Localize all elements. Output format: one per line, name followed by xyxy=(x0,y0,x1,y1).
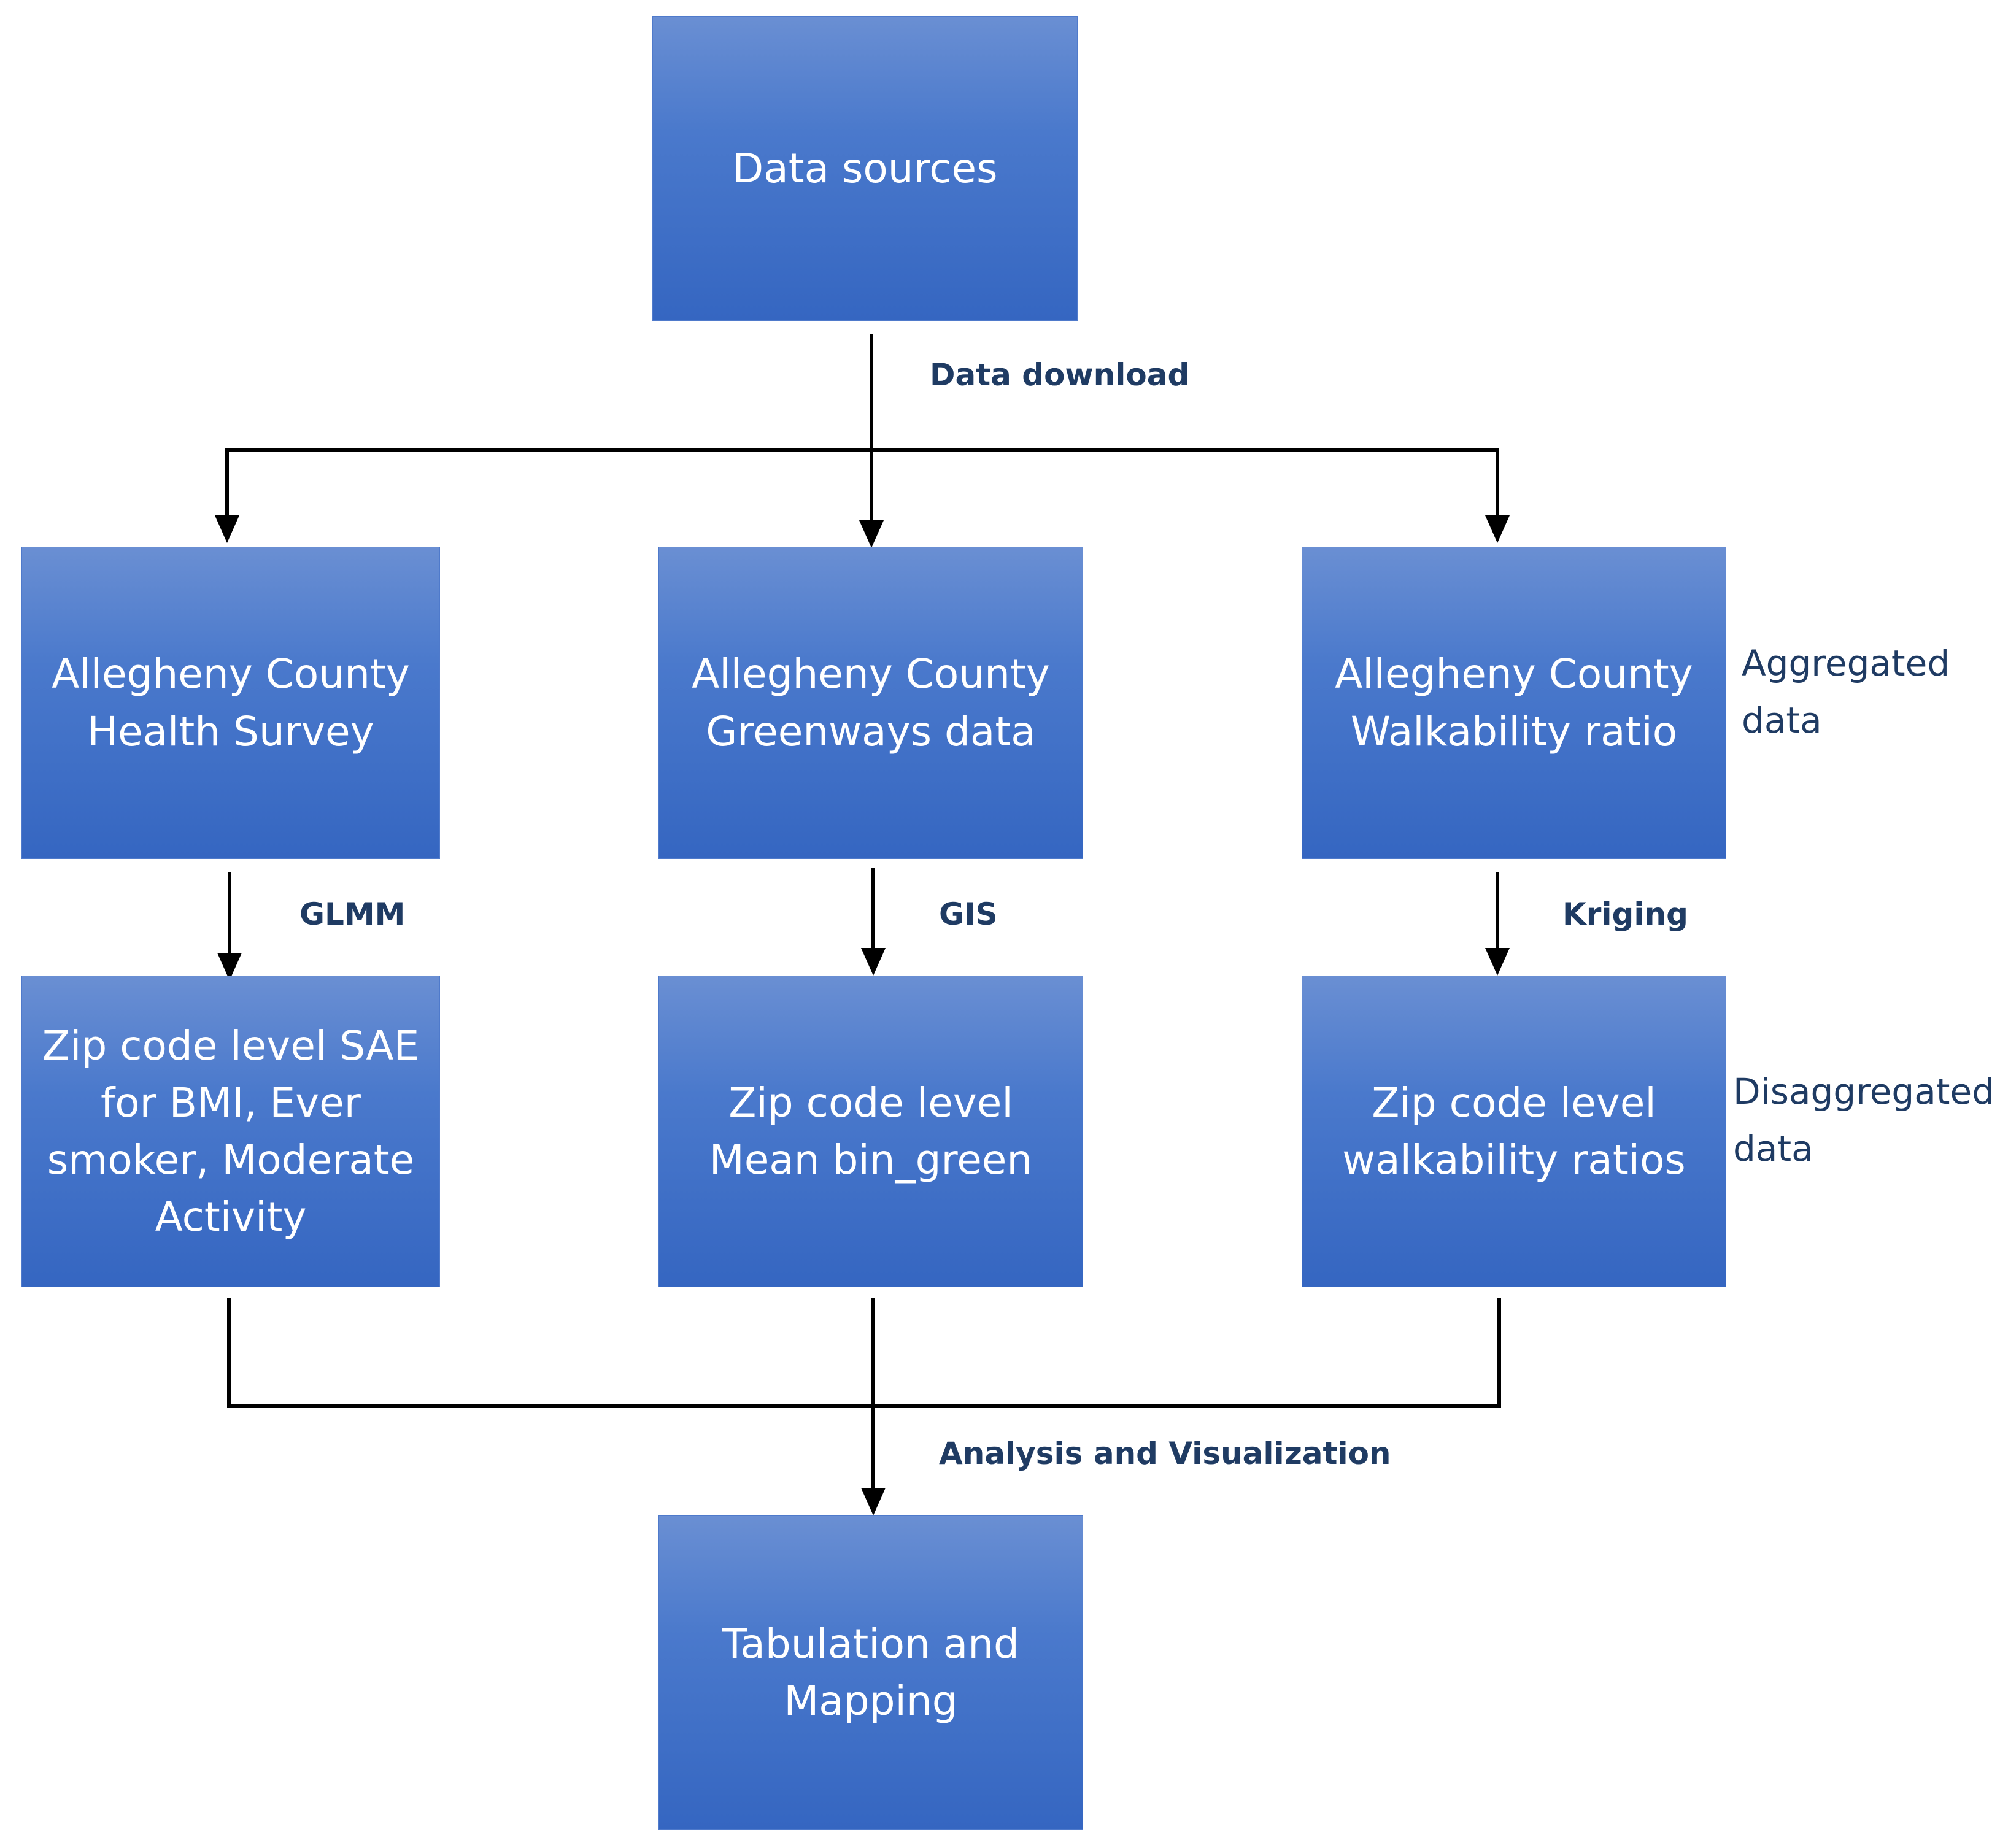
node-greenways: Allegheny County Greenways data xyxy=(658,547,1083,859)
edge-label-analysis: Analysis and Visualization xyxy=(939,1436,1391,1471)
arrowhead-health-survey xyxy=(215,515,239,543)
node-walkability-label: Allegheny County Walkability ratio xyxy=(1335,650,1693,755)
connector-merge xyxy=(227,1298,1501,1408)
node-zip-sae: Zip code level SAE for BMI, Ever smoker,… xyxy=(21,976,440,1287)
node-tabulation: Tabulation and Mapping xyxy=(658,1515,1083,1830)
arrowhead-glmm xyxy=(217,953,242,980)
edge-label-kriging: Kriging xyxy=(1562,896,1688,932)
node-tabulation-label: Tabulation and Mapping xyxy=(722,1620,1019,1725)
arrowhead-kriging xyxy=(1485,948,1510,976)
node-data-sources: Data sources xyxy=(652,16,1078,321)
edge-label-glmm: GLMM xyxy=(299,896,406,932)
side-note-disaggregated: Disaggregated data xyxy=(1733,1071,1995,1169)
node-zip-bin-green-label: Zip code level Mean bin_green xyxy=(709,1079,1033,1184)
node-zip-bin-green: Zip code level Mean bin_green xyxy=(658,976,1083,1287)
arrowhead-walkability xyxy=(1485,515,1510,543)
edge-label-gis: GIS xyxy=(939,896,998,932)
edge-label-data-download: Data download xyxy=(930,357,1190,393)
node-health-survey: Allegheny County Health Survey xyxy=(21,547,440,859)
arrowhead-greenways xyxy=(859,520,884,548)
arrowhead-gis xyxy=(861,948,886,976)
node-greenways-label: Allegheny County Greenways data xyxy=(692,650,1050,755)
node-health-survey-label: Allegheny County Health Survey xyxy=(52,650,410,755)
node-data-sources-label: Data sources xyxy=(732,144,998,192)
side-note-aggregated: Aggregated data xyxy=(1742,642,1950,741)
node-zip-sae-label: Zip code level SAE for BMI, Ever smoker,… xyxy=(42,1022,420,1241)
arrowhead-tabulation xyxy=(861,1488,886,1515)
node-zip-walkability: Zip code level walkability ratios xyxy=(1302,976,1726,1287)
node-walkability: Allegheny County Walkability ratio xyxy=(1302,547,1726,859)
node-zip-walkability-label: Zip code level walkability ratios xyxy=(1342,1079,1686,1184)
